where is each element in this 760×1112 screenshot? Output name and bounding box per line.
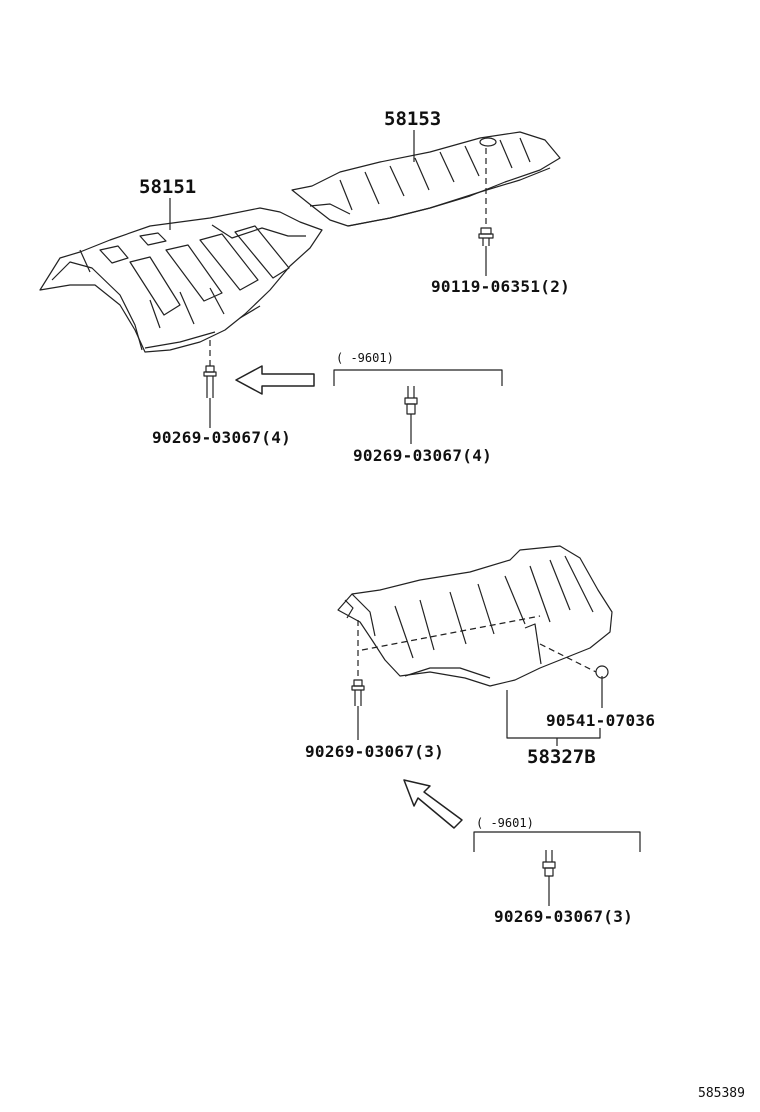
arrow-up-left-icon xyxy=(403,779,463,829)
bolt-icon-inset-lower xyxy=(542,850,556,877)
heat-insulator-58153 xyxy=(291,131,561,227)
inset-date-upper: ( -9601) xyxy=(336,351,394,365)
inset-date-lower: ( -9601) xyxy=(476,816,534,830)
part-label-bolt-lower: 90269-03067(3) xyxy=(305,742,445,761)
inset-bracket-lower xyxy=(473,831,641,852)
bolt-icon-upper-left xyxy=(203,365,217,398)
diagram-id: 585389 xyxy=(698,1086,745,1101)
bolt-icon-lower xyxy=(351,679,365,706)
part-label-bolt-upper-right: 90119-06351(2) xyxy=(431,277,571,296)
part-label-inset-lower: 90269-03067(3) xyxy=(494,907,634,926)
part-label-clip: 90541-07036 xyxy=(546,711,656,730)
part-label-inset-upper: 90269-03067(4) xyxy=(353,446,493,465)
heat-insulator-58327B xyxy=(337,545,613,687)
arrow-left-icon xyxy=(235,365,315,395)
part-label-58327B: 58327B xyxy=(527,746,596,768)
part-label-58151: 58151 xyxy=(139,176,197,198)
heat-insulator-58151 xyxy=(39,207,323,353)
bolt-icon-inset-upper xyxy=(404,386,418,415)
inset-bracket-upper xyxy=(333,369,503,386)
bolt-icon-upper-right xyxy=(478,227,494,246)
part-label-58153: 58153 xyxy=(384,108,442,130)
clip-icon xyxy=(595,665,609,679)
part-label-bolt-upper-left: 90269-03067(4) xyxy=(152,428,292,447)
